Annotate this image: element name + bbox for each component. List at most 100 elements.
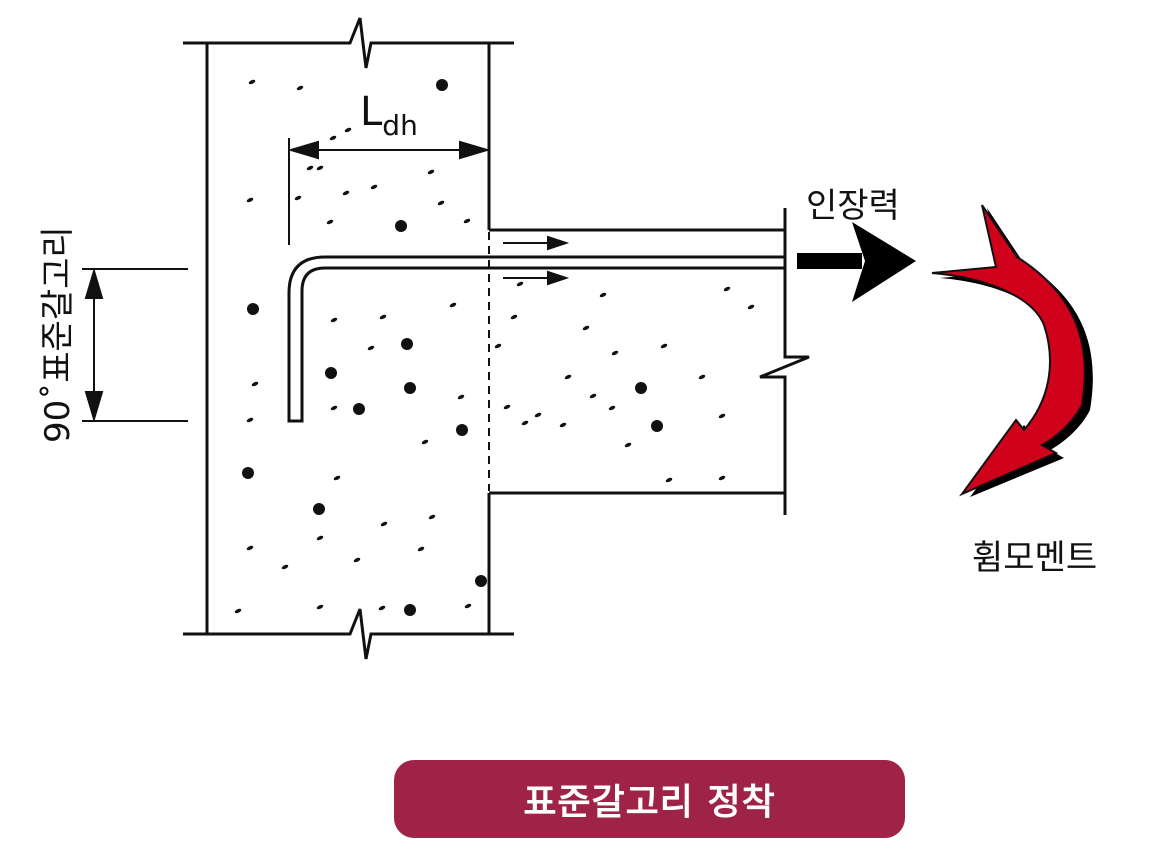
aggregate-dot-13 (404, 604, 416, 616)
aggregate-chip-28 (747, 304, 755, 310)
tension-arrow-head (852, 222, 916, 302)
aggregate-dot-9 (651, 420, 663, 432)
tension-force-label: 인장력 (806, 186, 900, 226)
aggregate-dot-3 (401, 338, 413, 350)
aggregate-chip-49 (417, 546, 425, 552)
aggregate-chip-24 (510, 314, 518, 320)
aggregate-chip-26 (599, 292, 607, 298)
development-length-subscript: dh (382, 109, 418, 142)
aggregate-chip-2 (344, 127, 352, 133)
aggregate-chip-38 (624, 442, 632, 448)
aggregate-dot-11 (313, 503, 325, 515)
aggregate-chip-15 (449, 302, 457, 308)
stress-arrows (503, 235, 570, 286)
aggregate-chip-22 (457, 394, 465, 400)
title-banner: 표준갈고리 정착 (394, 760, 905, 838)
moment-arrow (931, 204, 1093, 497)
aggregate-dot-4 (325, 367, 337, 379)
aggregate-dot-0 (436, 79, 448, 91)
rebar-inner-line (300, 266, 785, 421)
aggregate-chip-11 (463, 218, 471, 224)
aggregate-chip-12 (246, 197, 254, 203)
aggregate-chip-25 (582, 325, 590, 331)
stress-arrow-lower-head (547, 270, 570, 286)
aggregate-chip-7 (342, 190, 350, 196)
aggregate-chip-36 (559, 422, 567, 428)
column-bottom-break-line (183, 608, 514, 660)
aggregate-chip-17 (367, 345, 375, 351)
aggregate-chip-37 (608, 405, 616, 411)
aggregate-dot-8 (635, 382, 647, 394)
beam-outline (488, 208, 810, 515)
aggregate-chip-33 (698, 374, 706, 380)
aggregate-chip-31 (589, 393, 597, 399)
aggregate-chip-30 (564, 374, 572, 380)
aggregate-chip-27 (723, 286, 731, 292)
rebar-outer-line (287, 255, 785, 421)
column-outline (183, 17, 514, 660)
aggregate-chip-41 (718, 475, 726, 481)
aggregate-chip-50 (234, 608, 242, 614)
aggregate-chip-16 (330, 317, 338, 323)
aggregate-chip-54 (516, 281, 524, 287)
stress-arrow-upper-head (547, 235, 570, 251)
hooked-rebar (287, 255, 785, 423)
development-length-label: Ldh (360, 89, 418, 140)
aggregate-chip-32 (660, 343, 668, 349)
diagram-title: 표준갈고리 정착 (523, 782, 776, 823)
aggregate-chip-6 (294, 195, 302, 201)
aggregate-chip-34 (503, 404, 511, 410)
aggregate-chip-23 (494, 343, 502, 349)
aggregate-dot-2 (247, 303, 259, 315)
aggregate-chip-14 (379, 314, 387, 320)
aggregate-chip-5 (316, 165, 324, 171)
aggregate-chip-9 (427, 169, 435, 175)
aggregate-chip-44 (428, 514, 436, 520)
concrete-aggregate (234, 79, 755, 616)
aggregate-dot-7 (456, 424, 468, 436)
moment-arrow-body (931, 204, 1086, 497)
aggregate-chip-43 (380, 521, 388, 527)
aggregate-chip-8 (370, 184, 378, 190)
aggregate-chip-48 (281, 564, 289, 570)
hook-dim-top-head (84, 267, 104, 299)
aggregate-chip-46 (316, 535, 324, 541)
aggregate-chip-3 (329, 135, 337, 141)
ldh-dimension (287, 138, 491, 245)
aggregate-dot-10 (242, 467, 254, 479)
tension-arrow-shaft (797, 253, 862, 269)
aggregate-dot-1 (395, 220, 407, 232)
aggregate-chip-47 (353, 557, 361, 563)
aggregate-chip-1 (296, 85, 304, 91)
aggregate-chip-45 (246, 545, 254, 551)
column-top-break-line (183, 17, 514, 69)
beam-end-break-line (759, 208, 810, 515)
aggregate-chip-39 (718, 413, 726, 419)
aggregate-chip-21 (421, 439, 429, 445)
aggregate-dot-12 (475, 575, 487, 587)
ldh-arrow-right-head (459, 140, 491, 160)
aggregate-chip-20 (246, 417, 254, 423)
aggregate-chip-0 (248, 79, 256, 85)
aggregate-chip-18 (251, 381, 259, 387)
aggregate-chip-35 (521, 420, 529, 426)
aggregate-chip-10 (437, 200, 445, 206)
ldh-arrow-left-head (287, 140, 319, 160)
tension-arrow (797, 222, 916, 302)
hook-label: 90˚표준갈고리 (38, 226, 78, 443)
aggregate-chip-19 (330, 405, 338, 411)
aggregate-chip-55 (534, 412, 542, 418)
aggregate-chip-13 (326, 219, 334, 225)
hook-dim-bottom-head (84, 391, 104, 423)
development-length-main-label: L (360, 89, 383, 135)
aggregate-chip-4 (306, 165, 314, 171)
aggregate-chip-52 (378, 605, 386, 611)
aggregate-chip-51 (316, 604, 324, 610)
aggregate-dot-5 (353, 403, 365, 415)
aggregate-chip-40 (665, 477, 673, 483)
aggregate-chip-29 (611, 350, 619, 356)
aggregate-dot-6 (404, 382, 416, 394)
aggregate-chip-42 (333, 475, 341, 481)
hook-dimension (82, 267, 188, 423)
